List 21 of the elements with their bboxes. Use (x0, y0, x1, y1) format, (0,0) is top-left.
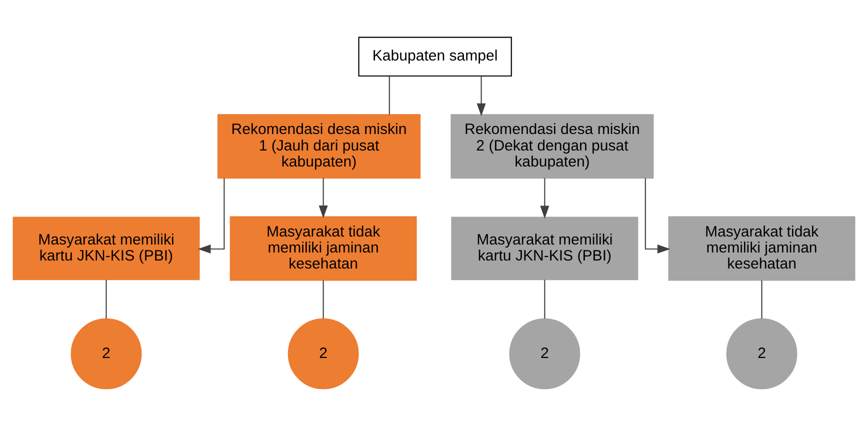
node-circle: 2 (726, 318, 798, 389)
connector (388, 76, 390, 114)
arrow (476, 76, 486, 116)
arrow (318, 178, 328, 218)
connector (544, 279, 546, 318)
node-box: Rekomendasi desa miskin 1 (Jauh dari pusat kabupaten) (217, 114, 421, 178)
node-box: Masyarakat memiliki kartu JKN-KIS (PBI) (12, 216, 200, 280)
connector (322, 280, 324, 318)
arrow (644, 178, 670, 254)
node-circle: 2 (288, 318, 359, 389)
connector (106, 279, 107, 318)
node-circle: 2 (509, 318, 580, 389)
node-box: Rekomendasi desa miskin 2 (Dekat dengan pusat kabupaten) (450, 114, 654, 178)
arrow (540, 178, 550, 218)
arrow (198, 178, 225, 254)
node-box: Masyarakat tidak memiliki jaminan kesehatan (230, 216, 417, 280)
connector (761, 280, 762, 318)
node-box: Masyarakat memiliki kartu JKN-KIS (PBI) (451, 216, 638, 280)
node-box: Masyarakat tidak memiliki jaminan kesehatan (668, 216, 856, 280)
node-box: Kabupaten sampel (358, 36, 512, 76)
node-circle: 2 (70, 318, 142, 389)
